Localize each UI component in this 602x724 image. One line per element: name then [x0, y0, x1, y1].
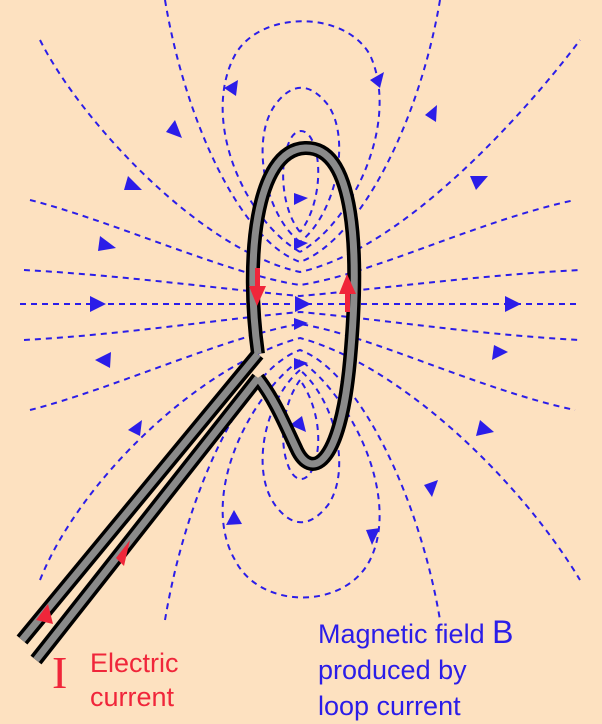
current-label: Electric current — [90, 646, 179, 714]
field-arrow — [90, 296, 106, 312]
current-arrow-shaft — [255, 268, 260, 290]
field-label-line1: Magnetic field B — [318, 614, 513, 652]
field-arrow — [370, 72, 384, 88]
field-arrow — [124, 176, 142, 190]
field-arrow — [505, 296, 521, 312]
field-lines — [20, 0, 581, 621]
field-line-upper-4 — [164, 0, 441, 264]
field-arrow — [226, 510, 242, 525]
field-arrow — [425, 105, 437, 122]
field-arrow — [476, 420, 494, 436]
field-arrowheads — [90, 72, 521, 545]
field-line-upper-2 — [29, 199, 576, 287]
current-arrow-up — [339, 274, 356, 294]
field-arrow — [98, 236, 116, 251]
field-label: Magnetic field B produced by loop curren… — [318, 614, 513, 724]
current-arrow-down — [249, 286, 266, 306]
field-arrow — [294, 238, 308, 250]
field-symbol: B — [492, 614, 514, 650]
current-label-line1: Electric — [90, 648, 179, 678]
field-arrow — [295, 296, 311, 312]
current-arrow-shaft — [345, 292, 350, 312]
current-loop-wire — [16, 140, 362, 665]
field-line-lower-3 — [39, 336, 581, 581]
field-label-line2: produced by — [318, 655, 467, 685]
current-arrow-out — [36, 604, 53, 624]
field-arrow — [290, 416, 306, 432]
field-line-lower-2 — [29, 322, 576, 411]
field-label-text: Magnetic field — [318, 619, 485, 649]
current-label-line2: current — [90, 682, 175, 712]
field-arrow — [224, 80, 238, 96]
field-arrow — [366, 528, 380, 545]
current-arrows — [36, 268, 356, 624]
field-arrow — [128, 420, 142, 436]
field-arrow — [424, 480, 438, 497]
field-label-line3: loop current — [318, 691, 461, 721]
field-line-upper-7 — [282, 130, 320, 233]
field-arrow — [294, 193, 308, 205]
field-arrow — [492, 345, 508, 360]
field-line-lower-5 — [221, 359, 381, 599]
current-arrow-in — [116, 540, 130, 566]
field-arrow — [95, 352, 111, 368]
current-symbol: I — [52, 647, 68, 698]
field-arrow — [294, 318, 308, 330]
field-line-lower-4 — [164, 348, 441, 621]
field-line-upper-1 — [23, 269, 581, 298]
field-line-lower-1 — [23, 310, 581, 341]
field-line-upper-3 — [39, 39, 581, 274]
field-line-lower-6 — [261, 369, 341, 524]
field-arrow — [294, 358, 308, 370]
field-arrow — [166, 120, 182, 138]
field-arrow — [470, 176, 488, 190]
